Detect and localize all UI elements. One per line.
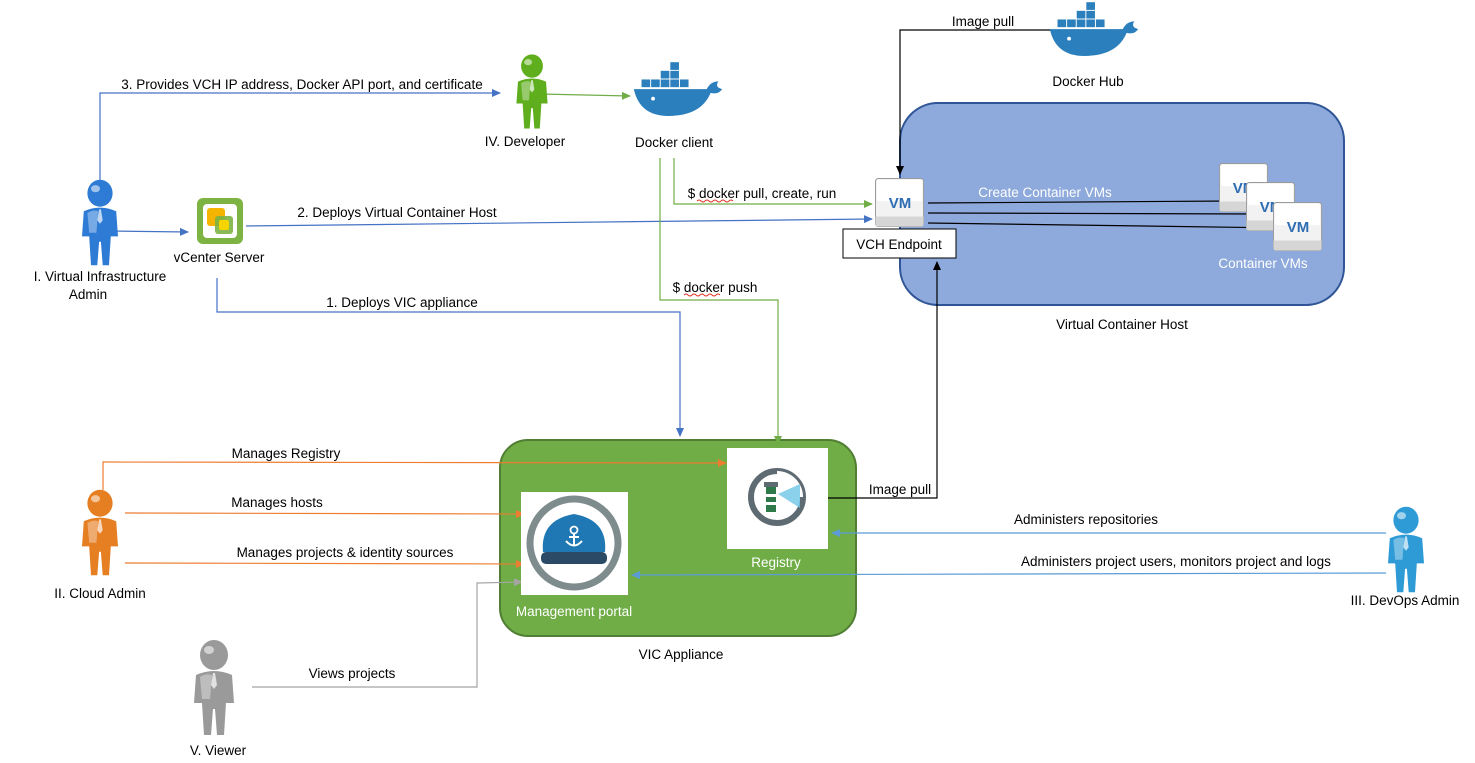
edge-label-provides-vch: 3. Provides VCH IP address, Docker API p… [121,77,482,92]
management-portal-label: Management portal [516,604,632,619]
vi-admin-label-line1: I. Virtual Infrastructure [34,269,167,284]
spellcheck-squiggle-2 [683,293,721,297]
spellcheck-squiggle-1 [696,199,734,203]
vch-endpoint-label: VCH Endpoint [856,237,942,252]
vi-admin-person-icon [82,179,118,266]
vi-admin-label-line2: Admin [69,287,107,302]
edge-label-deploys-vic: 1. Deploys VIC appliance [326,295,478,310]
vcenter-server-icon [197,198,243,244]
edge-label-docker-push: $ docker push [673,280,758,295]
edge-manages-hosts [124,509,525,518]
edge-label-views-projects: Views projects [309,666,396,681]
docker-hub-label: Docker Hub [1052,74,1123,89]
edge-docker-cmds [673,158,873,208]
vcenter-label: vCenter Server [174,250,265,265]
container-vm-3-text: VM [1287,219,1310,236]
container-vms-label: Container VMs [1218,256,1308,271]
edge-label-manages-hosts: Manages hosts [231,495,323,510]
edge-views-projects [252,578,523,688]
edge-create-vm-2 [927,209,1259,218]
edge-admin-vcenter [109,227,189,236]
edge-label-manages-projects: Manages projects & identity sources [237,545,454,560]
docker-client-icon [633,62,723,116]
edge-docker-push [659,158,782,445]
viewer-person-icon [194,640,234,735]
edge-manages-registry [102,458,727,490]
viewer-label: V. Viewer [190,743,247,758]
edge-label-administers-repos: Administers repositories [1014,512,1158,527]
edge-label-image-pull-hub: Image pull [952,14,1014,29]
edge-create-vm-3 [927,222,1287,232]
registry-box [727,448,828,549]
vch-label: Virtual Container Host [1056,317,1188,332]
edge-deploys-vic [216,278,684,437]
registry-icon [748,468,806,526]
vch-endpoint-box [842,228,957,259]
edge-image-pull-registry [828,261,941,499]
vch-endpoint-vm-icon: VM [874,178,925,228]
container-vm-3-icon: VM [1272,202,1323,252]
management-portal-icon [526,495,622,591]
edge-developer-docker-client [539,91,631,100]
edge-administers-users [631,570,1387,579]
docker-client-label: Docker client [635,135,713,150]
devops-admin-label: III. DevOps Admin [1351,593,1460,608]
vic-appliance-label: VIC Appliance [639,647,724,662]
cloud-admin-label: II. Cloud Admin [54,586,146,601]
edge-label-image-pull-registry: Image pull [869,482,931,497]
docker-hub-icon [1049,2,1139,56]
registry-label: Registry [751,555,801,570]
edge-manages-projects [124,559,525,568]
edge-label-docker-cmds: $ docker pull, create, run [688,186,837,201]
edge-label-administers-users: Administers project users, monitors proj… [1021,554,1331,569]
edge-label-create-vms: Create Container VMs [978,185,1112,200]
developer-label: IV. Developer [485,134,566,149]
edge-label-deploys-vch: 2. Deploys Virtual Container Host [297,205,497,220]
devops-admin-person-icon [1388,506,1424,593]
edge-label-manages-registry: Manages Registry [232,446,341,461]
edge-provides-vch [99,89,501,180]
edge-image-pull-hub [896,29,1052,175]
edge-create-vm-1 [927,197,1233,206]
edge-deploys-vch [245,215,873,227]
developer-person-icon [516,54,548,129]
vch-endpoint-vm-text: VM [889,195,912,212]
cloud-admin-person-icon [82,489,118,576]
